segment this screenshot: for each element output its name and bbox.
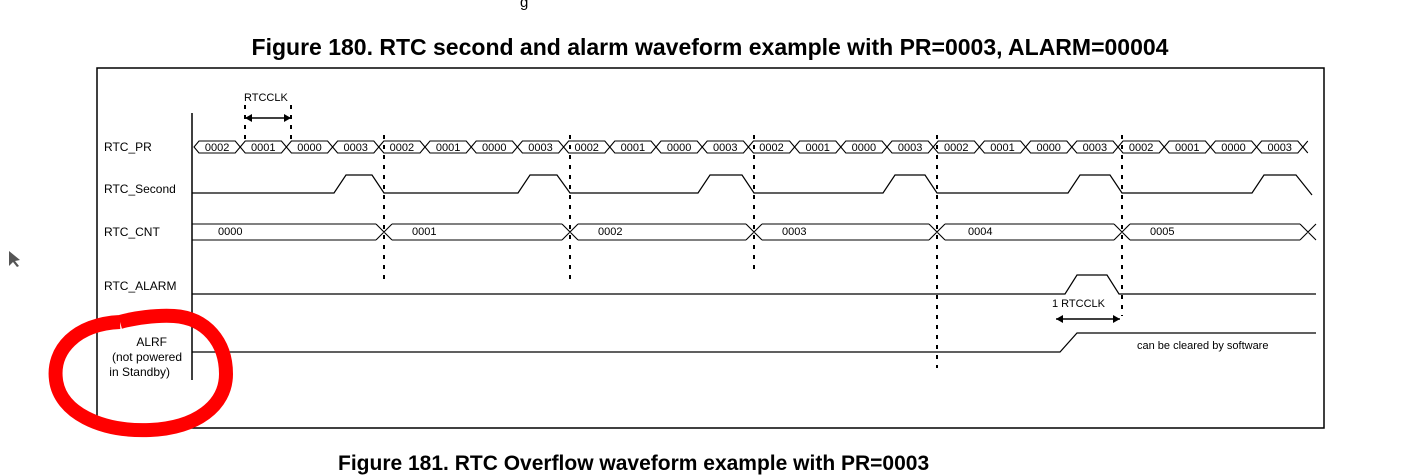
alrf-label-line-2: (not powered (112, 350, 182, 364)
rtc-alarm-label: RTC_ALARM (104, 279, 176, 293)
rtc-cnt-bus-outline (192, 223, 1317, 241)
rtc-pr-value: 0001 (436, 142, 460, 154)
second-markers (244, 105, 1123, 368)
alrf-label-line-3: in Standby) (109, 365, 170, 379)
rtc-pr-value: 0001 (990, 142, 1014, 154)
cut-off-heading-fragment: g (520, 0, 529, 11)
rtc-second-label: RTC_Second (104, 182, 176, 196)
rtc-pr-value: 0000 (1036, 142, 1060, 154)
rtc-pr-label: RTC_PR (104, 140, 152, 154)
rtc-cnt-value: 0003 (782, 226, 806, 238)
rtc-cnt-value: 0004 (968, 226, 992, 238)
rtc-alarm-waveform (192, 274, 1316, 295)
rtc-pr-value: 0002 (390, 142, 414, 154)
one-rtcclk-annotation-label: 1 RTCCLK (1052, 298, 1106, 310)
rtc-cnt-value: 0002 (598, 226, 622, 238)
rtc-pr-value: 0001 (251, 142, 275, 154)
rtc-pr-value: 0000 (1221, 142, 1245, 154)
diagram-frame (96, 67, 1325, 429)
rtc-pr-value: 0003 (528, 142, 552, 154)
rtc-cnt-value: 0005 (1150, 226, 1174, 238)
rtc-pr-value: 0000 (482, 142, 506, 154)
arrow-right-icon (1113, 315, 1120, 323)
timing-diagram: RTC_PR RTC_Second RTC_CNT RTC_ALARM ALRF… (48, 67, 1325, 438)
alrf-waveform (192, 332, 1316, 353)
arrow-right-icon (284, 114, 291, 122)
rtc-cnt-bus: 0000 0001 0002 0003 0004 0005 (192, 223, 1317, 241)
rtc-cnt-value: 0001 (412, 226, 436, 238)
rtc-pr-value: 0001 (621, 142, 645, 154)
rtc-pr-bus: 0002 0001 0000 0003 0002 0001 0000 0003 0002 0001… (193, 140, 1309, 154)
arrow-left-icon (245, 114, 252, 122)
rtc-pr-value: 0003 (1083, 142, 1107, 154)
rtc-pr-value: 0003 (713, 142, 737, 154)
rtc-pr-value: 0001 (1175, 142, 1199, 154)
rtc-pr-value: 0000 (852, 142, 876, 154)
rtc-pr-bus-outline (193, 140, 1309, 154)
alrf-label-line-1: ALRF (136, 335, 167, 349)
rtc-pr-value: 0003 (898, 142, 922, 154)
rtc-pr-value: 0002 (944, 142, 968, 154)
rtc-pr-value: 0002 (759, 142, 783, 154)
mouse-pointer-icon (9, 251, 20, 267)
rtc-pr-value: 0001 (805, 142, 829, 154)
rtc-pr-value: 0000 (297, 142, 321, 154)
rtc-pr-value: 0003 (1267, 142, 1291, 154)
rtc-pr-value: 0000 (667, 142, 691, 154)
rtc-cnt-label: RTC_CNT (104, 225, 160, 239)
figure-title: Figure 180. RTC second and alarm wavefor… (251, 34, 1169, 60)
red-highlight-circle (48, 308, 234, 438)
rtc-pr-value: 0002 (574, 142, 598, 154)
rtcclk-annotation-label: RTCCLK (244, 92, 288, 104)
arrow-left-icon (1056, 315, 1063, 323)
rtc-pr-value: 0003 (343, 142, 367, 154)
rtc-pr-value: 0002 (205, 142, 229, 154)
rtc-cnt-value: 0000 (218, 226, 242, 238)
alrf-clear-note: can be cleared by software (1137, 340, 1268, 352)
cut-off-next-figure-title: Figure 181. RTC Overflow waveform exampl… (338, 452, 930, 475)
rtc-pr-value: 0002 (1129, 142, 1153, 154)
rtc-second-waveform (192, 174, 1313, 196)
